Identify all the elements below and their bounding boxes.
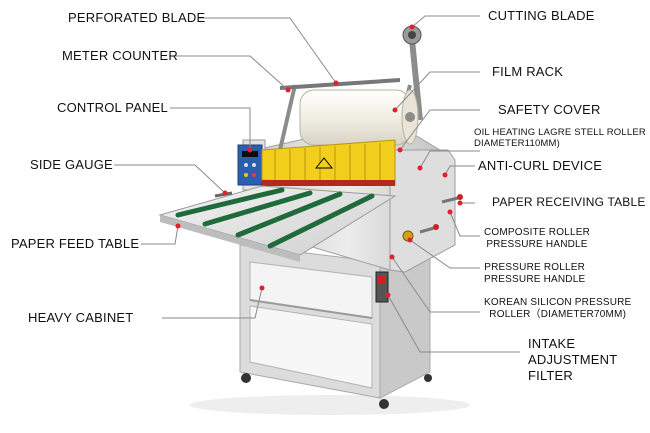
- label-markers: [175, 24, 463, 298]
- film-roll: [299, 89, 419, 146]
- label-perforated-blade: PERFORATED BLADE: [68, 10, 206, 25]
- label-intake-line3: FILTER: [528, 368, 574, 383]
- label-control-panel: CONTROL PANEL: [57, 100, 168, 115]
- label-oil-heating-roller-line1: OIL HEATING LAGRE STELL ROLLER: [474, 127, 646, 138]
- label-side-gauge: SIDE GAUGE: [30, 157, 113, 172]
- label-paper-receiving-table: PAPER RECEIVING TABLE: [492, 195, 646, 209]
- label-anti-curl-device: ANTI-CURL DEVICE: [478, 158, 603, 173]
- label-intake-adjustment-filter: INTAKE ADJUSTMENT FILTER: [528, 336, 617, 384]
- label-pressure-roller-line2: PRESSURE HANDLE: [484, 274, 586, 285]
- label-korean-silicon-roller: KOREAN SILICON PRESSURE ROLLER（DIAMETER7…: [484, 297, 631, 321]
- label-pressure-roller: PRESSURE ROLLER PRESSURE HANDLE: [484, 262, 585, 286]
- heavy-cabinet: [239, 229, 431, 399]
- label-composite-roller-line2: PRESSURE HANDLE: [486, 239, 588, 250]
- label-pressure-roller-line1: PRESSURE ROLLER: [484, 262, 586, 273]
- label-korean-silicon-roller-line2: ROLLER（DIAMETER70MM): [489, 309, 627, 320]
- leader-lines: [114, 15, 520, 353]
- label-heavy-cabinet: HEAVY CABINET: [28, 310, 134, 325]
- safety-cover: [261, 139, 396, 186]
- label-oil-heating-roller: OIL HEATING LAGRE STELL ROLLER DIAMETER1…: [474, 127, 646, 149]
- label-composite-roller-line1: COMPOSITE ROLLER: [484, 227, 590, 238]
- label-cutting-blade: CUTTING BLADE: [488, 8, 595, 23]
- intake-filter: [375, 271, 389, 303]
- label-oil-heating-roller-line2: DIAMETER110MM): [474, 138, 561, 149]
- label-intake-line1: INTAKE: [528, 336, 576, 351]
- label-safety-cover: SAFETY COVER: [498, 102, 601, 117]
- label-meter-counter: METER COUNTER: [62, 48, 178, 63]
- label-intake-line2: ADJUSTMENT: [528, 352, 618, 367]
- cabinet-wheels: [241, 373, 432, 409]
- label-korean-silicon-roller-line1: KOREAN SILICON PRESSURE: [484, 297, 632, 308]
- label-composite-roller: COMPOSITE ROLLER PRESSURE HANDLE: [484, 227, 590, 251]
- floor-shadow: [190, 395, 470, 415]
- label-film-rack: FILM RACK: [492, 64, 564, 79]
- label-paper-feed-table: PAPER FEED TABLE: [11, 236, 140, 251]
- paper-feed-table: [158, 185, 397, 262]
